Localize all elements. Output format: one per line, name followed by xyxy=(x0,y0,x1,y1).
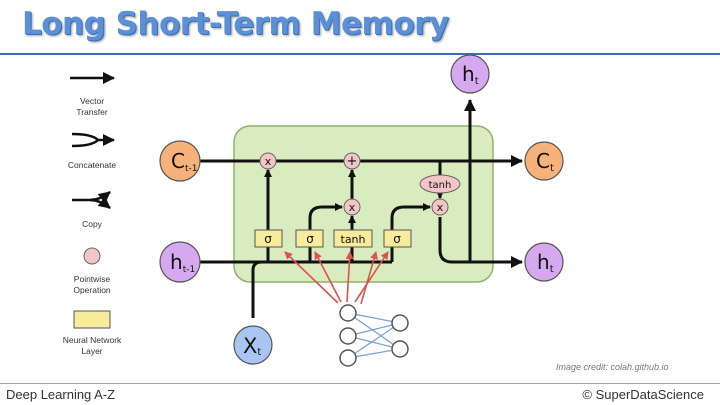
h-top-label: ht xyxy=(462,62,479,87)
h-out-node xyxy=(524,242,564,282)
footer-rule xyxy=(0,383,720,384)
c-out-node xyxy=(524,141,564,181)
legend-concatenate-label: Concatenate xyxy=(67,160,117,170)
lstm-cell-body xyxy=(233,125,494,283)
header-rule xyxy=(0,53,720,55)
legend-neural-layer-label: Neural Network Layer xyxy=(62,335,122,356)
forget-gate-label: σ xyxy=(264,232,272,246)
c-out-label: Ct xyxy=(536,149,554,174)
h-prev-node xyxy=(159,241,201,283)
candidate-tanh-label: tanh xyxy=(341,233,366,246)
legend-neural-layer-icon xyxy=(73,310,111,329)
legend-pointwise-icon xyxy=(83,247,101,265)
h-prev-label: ht-1 xyxy=(170,250,195,275)
input-multiply-label: x xyxy=(349,201,356,214)
page-title: Long Short-Term Memory xyxy=(22,6,449,42)
candidate-tanh-layer xyxy=(333,229,373,248)
forget-gate-layer xyxy=(254,229,283,248)
output-multiply-node xyxy=(431,198,449,216)
forget-multiply-label: x xyxy=(265,155,272,168)
add-node-label: + xyxy=(347,154,358,169)
h-top-node xyxy=(450,54,490,94)
brand-label: © SuperDataScience xyxy=(582,387,704,402)
course-label: Deep Learning A-Z xyxy=(6,387,116,402)
add-node xyxy=(343,152,361,170)
input-gate-label: σ xyxy=(306,232,314,246)
tanh-pointwise-node xyxy=(419,174,461,194)
output-gate-label: σ xyxy=(393,232,401,246)
image-credit: Image credit: colah.github.io xyxy=(556,362,669,372)
legend-copy-label: Copy xyxy=(82,219,102,229)
legend-concatenate-icon xyxy=(71,132,115,148)
mini-network-red-arrows xyxy=(284,251,389,305)
output-multiply-label: x xyxy=(437,201,444,214)
x-input-label: Xt xyxy=(243,334,261,358)
forget-multiply-node xyxy=(259,152,277,170)
input-gate-layer xyxy=(295,229,324,248)
legend-copy-icon xyxy=(72,191,111,209)
hidden-state-path xyxy=(438,99,523,268)
output-gate-layer xyxy=(383,229,412,248)
mini-network-icon xyxy=(339,304,409,367)
legend-vector-transfer-label: Vector Transfer xyxy=(76,96,108,117)
legend-pointwise-label: Pointwise Operation xyxy=(73,274,111,295)
h-out-label: ht xyxy=(537,250,554,275)
x-input-node xyxy=(233,325,273,365)
tanh-pointwise-label: tanh xyxy=(429,180,452,191)
c-prev-node xyxy=(159,140,201,182)
input-multiply-node xyxy=(343,198,361,216)
c-prev-label: Ct-1 xyxy=(171,149,197,174)
